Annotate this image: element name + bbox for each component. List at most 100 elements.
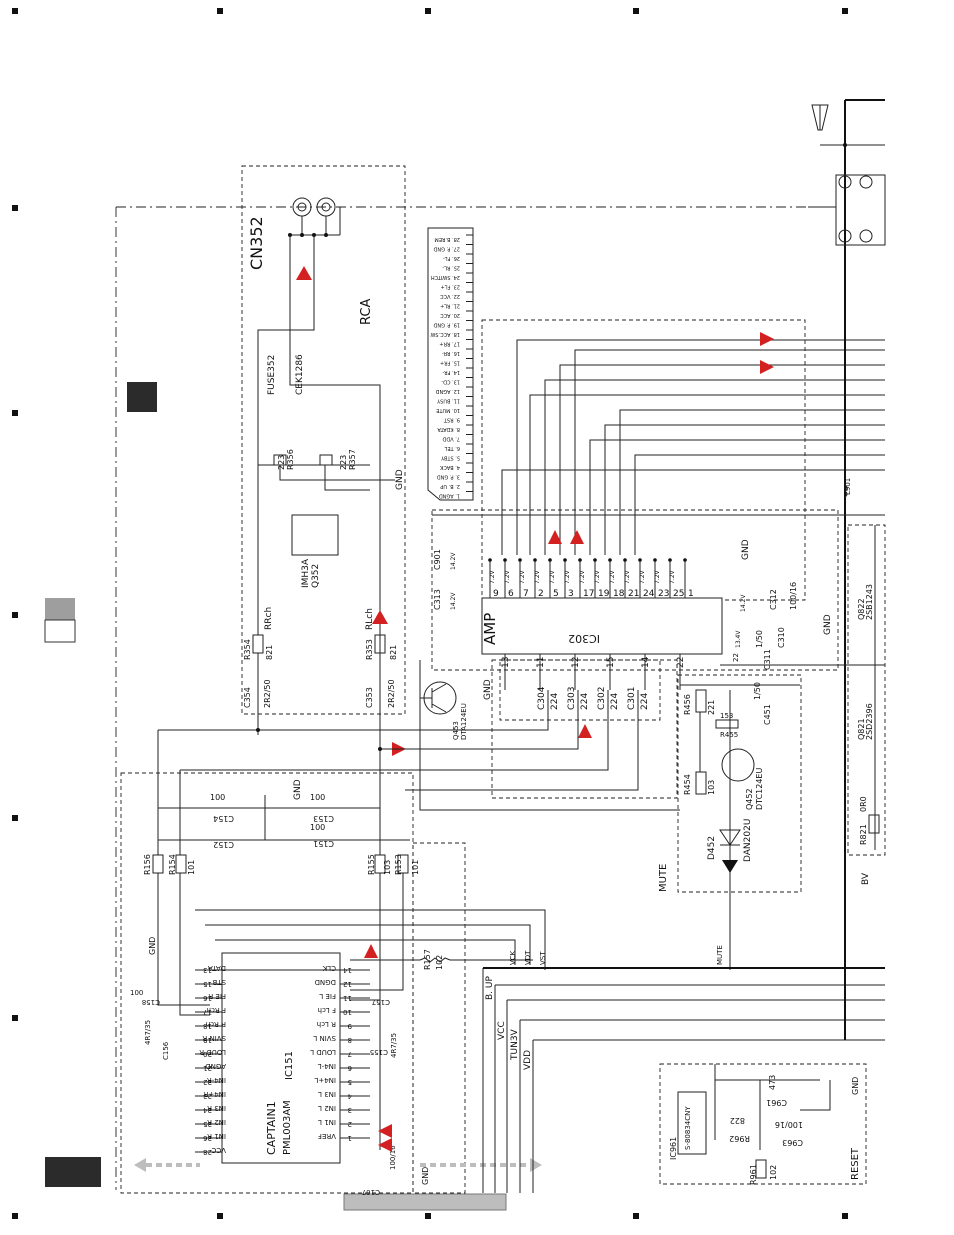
ic302-body	[481, 597, 723, 655]
ic302-pin-voltage: 7.2V	[534, 569, 541, 584]
r962-label: R962	[729, 1134, 750, 1143]
ic302-pin-voltage: 7.2V	[609, 569, 616, 584]
connector-pin-label: 22. VCC	[440, 293, 460, 299]
connector-pin-label: 15. FR+	[440, 360, 460, 366]
c353-value: 2R2/50	[387, 679, 396, 708]
connector-pin-label: 12. AGND	[436, 388, 460, 394]
rca-block: CN352 RCA FUSE352 CEK1286 R356 223 R357 …	[241, 165, 406, 1150]
sheet-index-gray-box	[45, 598, 75, 620]
r154-value: 101	[187, 860, 196, 875]
bv-label: BV	[861, 872, 871, 885]
c901-label: C901	[433, 549, 442, 570]
ic151-pin-label-left: F Rch	[207, 1006, 226, 1014]
ic151-pin-number-right: 7	[348, 1050, 352, 1058]
ic302-pin-number: 18	[613, 589, 625, 599]
ic302-pin-voltage: 7.2V	[504, 569, 511, 584]
ic151-pin-number-right: 10	[343, 1008, 352, 1016]
ic151-pin-number-right: 11	[343, 994, 352, 1002]
r821-label: R821	[859, 824, 868, 845]
c158-cap-value: 100	[130, 989, 143, 997]
c303-label: C303	[567, 687, 577, 710]
ic302-pin-number-bottom: 14	[641, 656, 651, 668]
connector-pin-label: 13. CD-	[441, 379, 460, 385]
gnd-label-amp: GND	[741, 539, 751, 560]
q822-label: Q822	[857, 598, 866, 620]
ic151-pin-label-left: R Rch	[206, 1020, 226, 1028]
mute-net-label: MUTE	[716, 945, 724, 965]
signal-arrow-c303	[578, 724, 592, 738]
q821-label: Q821	[857, 718, 866, 740]
connector-pin-label: 18. ACC.SW	[430, 331, 460, 337]
ic302-pin-number: 2	[538, 589, 544, 599]
q452-part: DTC124EU	[755, 768, 764, 810]
c154-value: 100	[210, 793, 225, 802]
gnd-label-reset: GND	[851, 1077, 860, 1095]
connector-pin-label: 3. P. GND	[437, 474, 460, 480]
ic302-label: IC302	[568, 632, 600, 645]
connector-pin-label: 14. FR-	[442, 369, 460, 375]
ic302-pin-number: 25	[673, 589, 684, 599]
amp-block: AMP IC302 97.2V67.2V77.2V27.2V57.2V37.2V…	[431, 319, 839, 799]
ic302-rail-voltage: 13.4V	[735, 630, 742, 648]
ic302-rail-voltage: 14.2V	[450, 592, 457, 610]
connector-pin-label: 24. SWITCH	[431, 274, 460, 280]
bup-label: B. UP	[485, 976, 495, 1000]
ic151-pin-number-right: 5	[348, 1078, 352, 1086]
gnd-label-rca: GND	[395, 469, 405, 490]
ic151-pin-label-left: LOUD R	[199, 1048, 226, 1056]
q822-part: 2SB1243	[865, 584, 874, 620]
c303-value: 224	[580, 693, 590, 710]
ic302-pin-number-bottom: 11	[536, 657, 546, 668]
c961-value: 473	[768, 1075, 777, 1090]
d452-part: DAN202U	[743, 819, 753, 862]
ic151-pin-label-left: IN1 R	[207, 1132, 226, 1140]
ic151-pin-number-left: 17	[203, 1008, 212, 1016]
signal-arrow-cn352	[296, 266, 312, 280]
ic151-pin-label-left: IN2 R	[207, 1118, 226, 1126]
r353-label: R353	[365, 639, 374, 660]
ic151-pin-label-left: FIE R	[208, 992, 226, 1000]
ic151-pin-label-right: CLK	[322, 964, 336, 972]
c310-value: 1/50	[755, 630, 764, 648]
mute-block-label: MUTE	[658, 864, 669, 892]
connector-pin-label: 1. AGND	[439, 493, 460, 499]
connector-pin-label: 27. P. GND	[433, 246, 460, 252]
ic302-pin-number: 3	[568, 589, 574, 599]
ic151-pin-label-right: DGND	[315, 978, 336, 986]
sheet-index-dark-box	[127, 382, 157, 412]
r356-value: 223	[277, 455, 286, 470]
ic302-pin-number: 17	[583, 589, 594, 599]
sheet-index-white-box	[44, 619, 76, 643]
vck-label: VCK	[509, 950, 517, 965]
r153-label: R153	[394, 854, 403, 875]
ic151-pin-number-left: 28	[203, 1148, 212, 1156]
r356-label: R356	[286, 449, 295, 470]
ic151-pin-label-right: LOUD L	[310, 1048, 336, 1056]
gnd-label-amp-2: GND	[823, 614, 833, 635]
ic151-pin-label-right: IN3 L	[318, 1090, 336, 1098]
ic302-pin-voltage: 7.2V	[624, 569, 631, 584]
ic151-pin-number-right: 1	[348, 1134, 352, 1142]
r354-value: 821	[265, 645, 274, 660]
captain1-label: CAPTAIN1	[265, 1101, 278, 1155]
r821-value: 0R0	[859, 796, 868, 812]
ic302-pin-voltage: 7.2V	[564, 569, 571, 584]
rca-label: RCA	[359, 299, 374, 325]
ic151-pin-number-left: 18	[203, 1022, 212, 1030]
c153-label: C153	[313, 814, 334, 823]
ic151-pin-label-left: STB	[212, 978, 226, 986]
ic961-part: S-80834CNY	[684, 1106, 692, 1150]
ic302-pin-voltage: 7.2V	[669, 569, 676, 584]
connector-pin-label: 16. RR-	[442, 350, 460, 356]
ic151-pin-number-right: 8	[348, 1036, 352, 1044]
ic151-pin-label-left: IN4-R	[207, 1076, 226, 1084]
ic302-pin-voltage: 7.2V	[519, 569, 526, 584]
r357-label: R357	[348, 449, 357, 470]
q452-label: Q452	[745, 788, 754, 810]
r353-value: 821	[389, 645, 398, 660]
ic302-pin-voltage: 7.2V	[549, 569, 556, 584]
ic302-pin-voltage: 7.2V	[489, 569, 496, 584]
fuse-part-label: CEK1286	[295, 354, 305, 395]
ic302-pin-number: 19	[598, 589, 610, 599]
